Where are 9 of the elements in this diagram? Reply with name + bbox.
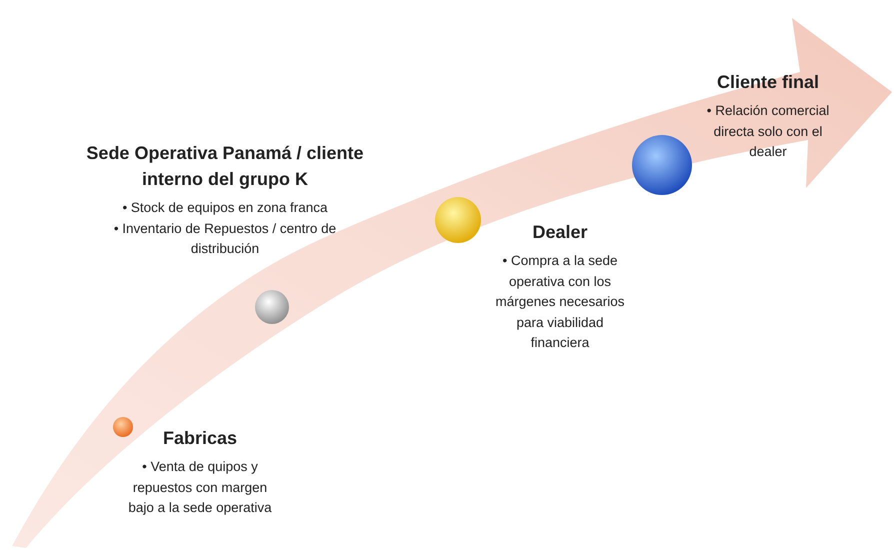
bullet-text: • Stock de equipos en zona franca xyxy=(121,199,329,217)
bullet-text: • Venta de quipos y repuestos con margen bajo a la sede operativa xyxy=(127,458,273,517)
stage-heading: Fabricas xyxy=(162,427,238,450)
bullet-text: • Inventario de Repuestos / centro de distribución xyxy=(112,220,338,258)
bullet-text: • Compra a la sede operativa con los márgenes necesarios para viabilidad financiera xyxy=(494,252,626,352)
stage-heading: Cliente final xyxy=(716,71,820,94)
stage-heading: Dealer xyxy=(531,221,589,244)
stage-heading: Sede Operativa Panamá / cliente interno del grupo K xyxy=(85,142,365,191)
bullet-text: • Relación comercial directa solo con el dealer xyxy=(706,102,830,161)
